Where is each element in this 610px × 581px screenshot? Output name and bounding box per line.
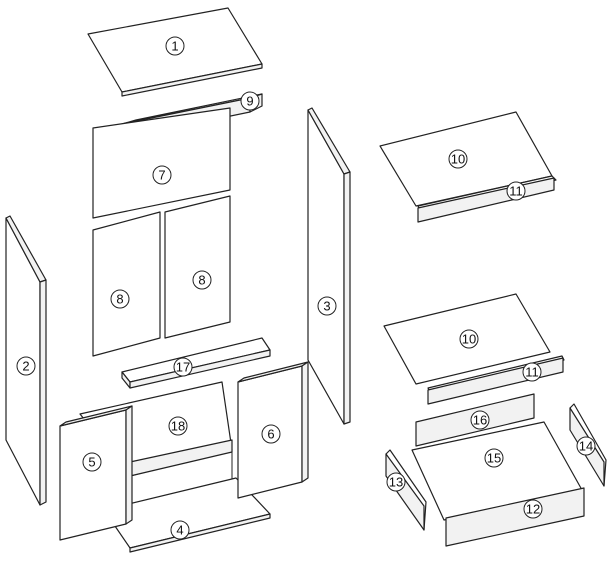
part-9-label: 9 (240, 91, 260, 111)
svg-text:9: 9 (246, 94, 253, 109)
part-12-drawer-front (445, 487, 585, 547)
svg-text:11: 11 (525, 365, 539, 380)
svg-text:10: 10 (451, 152, 465, 167)
svg-text:11: 11 (509, 184, 523, 199)
part-11a-label: 11 (506, 181, 526, 201)
svg-text:8: 8 (198, 273, 205, 288)
svg-text:18: 18 (171, 419, 185, 434)
part-3-label: 3 (317, 296, 337, 316)
svg-text:6: 6 (267, 427, 274, 442)
part-2-label: 2 (16, 356, 36, 376)
part-7-back-upper-panel (92, 107, 231, 219)
svg-text:12: 12 (526, 502, 540, 517)
part-1-label: 1 (165, 36, 185, 56)
part-8a-door-left (92, 211, 161, 357)
svg-text:17: 17 (176, 360, 190, 375)
part-15-label: 15 (484, 448, 504, 468)
svg-text:15: 15 (487, 451, 501, 466)
svg-text:10: 10 (462, 332, 476, 347)
part-8b-door-right (164, 195, 231, 339)
part-10a-label: 10 (448, 149, 468, 169)
part-5-left-front-panel (59, 405, 133, 541)
svg-text:13: 13 (389, 475, 403, 490)
part-4-label: 4 (170, 520, 190, 540)
svg-text:5: 5 (88, 455, 95, 470)
svg-text:14: 14 (579, 439, 593, 454)
part-3-right-side-panel (307, 107, 351, 425)
part-17-label: 17 (173, 357, 193, 377)
svg-text:2: 2 (22, 359, 29, 374)
part-5-label: 5 (82, 452, 102, 472)
part-10b-label: 10 (459, 329, 479, 349)
svg-text:16: 16 (473, 413, 487, 428)
part-11b-label: 11 (522, 362, 542, 382)
part-13-label: 13 (386, 472, 406, 492)
part-12-label: 12 (523, 499, 543, 519)
svg-text:7: 7 (158, 168, 165, 183)
svg-text:4: 4 (176, 523, 183, 538)
part-8b-label: 8 (192, 270, 212, 290)
part-4-bottom-panel (103, 477, 271, 553)
part-14-label: 14 (576, 436, 596, 456)
svg-text:8: 8 (116, 292, 123, 307)
part-8a-label: 8 (110, 289, 130, 309)
svg-text:1: 1 (171, 39, 178, 54)
part-16-label: 16 (470, 410, 490, 430)
part-6-label: 6 (261, 424, 281, 444)
svg-text:3: 3 (323, 299, 330, 314)
part-7-label: 7 (152, 165, 172, 185)
part-17-shelf-strip (121, 337, 271, 389)
part-18-label: 18 (168, 416, 188, 436)
